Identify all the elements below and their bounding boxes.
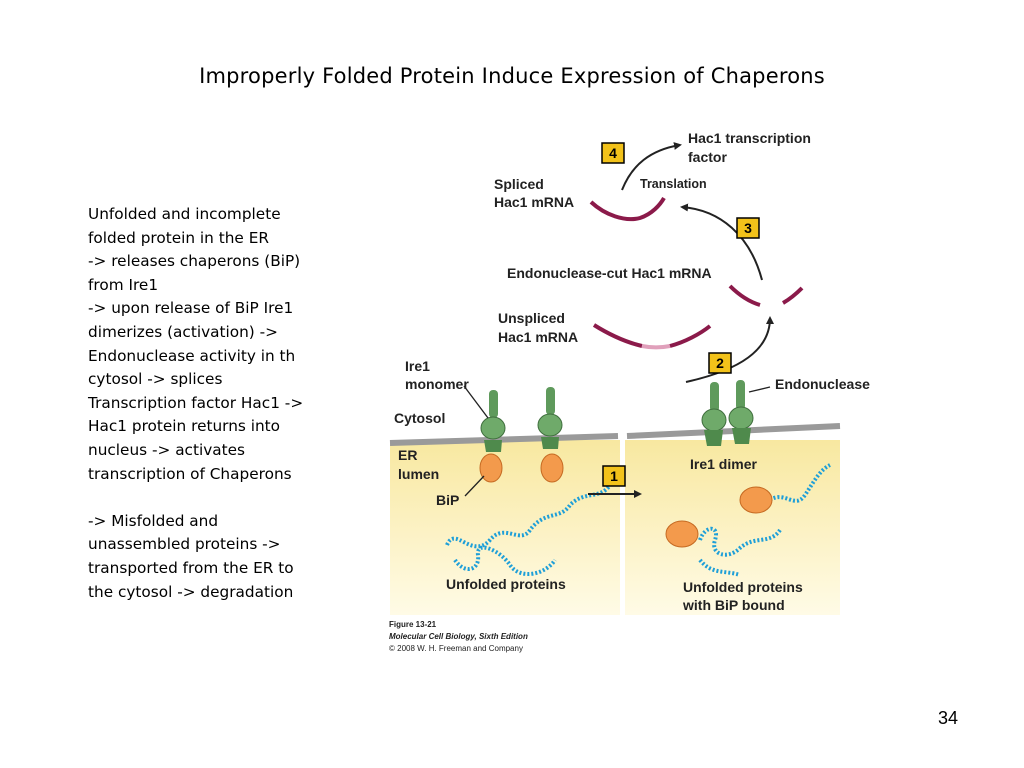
unfolded-protein-bound xyxy=(698,526,782,557)
ire1-monomer xyxy=(537,387,563,449)
step-number: 2 xyxy=(716,355,724,371)
label-translation: Translation xyxy=(640,177,707,191)
body-line: -> upon release of BiP Ire1 xyxy=(88,299,294,318)
label-unfolded-proteins-bip: with BiP bound xyxy=(682,597,785,613)
leader-line xyxy=(463,385,489,419)
label-er-lumen: lumen xyxy=(398,466,439,482)
label-cytosol: Cytosol xyxy=(394,410,445,426)
ire1-monomer xyxy=(480,390,506,452)
body-line: Unfolded and incomplete xyxy=(88,205,281,223)
unfolded-protein-bound xyxy=(768,463,831,503)
body-line: cytosol -> splices xyxy=(88,370,223,389)
bip-chaperone-bound xyxy=(739,486,773,514)
body-line: -> Misfolded and xyxy=(88,511,219,530)
ire1-dimer xyxy=(701,380,754,446)
endonuclease-cut-hac1-mrna xyxy=(728,284,761,307)
er-lumen-right xyxy=(625,440,840,615)
page-number: 34 xyxy=(938,708,959,728)
bip-chaperone xyxy=(540,453,564,483)
body-text: Unfolded and incomplete folded protein i… xyxy=(88,203,378,604)
bip-chaperone xyxy=(479,453,503,483)
body-line: Hac1 protein returns into xyxy=(88,417,281,436)
label-spliced-hac1-mrna: Hac1 mRNA xyxy=(494,194,574,210)
figure-copyright: © 2008 W. H. Freeman and Company xyxy=(389,644,523,653)
step-3-badge: 3 xyxy=(736,217,760,239)
label-bip: BiP xyxy=(436,492,459,508)
body-line: the cytosol -> degradation xyxy=(88,582,294,601)
label-ire1-dimer: Ire1 dimer xyxy=(690,456,757,472)
label-unfolded-proteins: Unfolded proteins xyxy=(446,576,566,592)
unspliced-hac1-mrna xyxy=(669,324,712,348)
label-endonuclease: Endonuclease xyxy=(775,376,870,392)
label-hac1-transcription-factor: factor xyxy=(688,149,727,165)
label-unspliced-hac1-mrna: Hac1 mRNA xyxy=(498,329,578,345)
figure-number: Figure 13-21 xyxy=(389,620,437,629)
label-ire1-monomer: Ire1 xyxy=(405,358,430,374)
body-line: folded protein in the ER xyxy=(88,228,269,247)
label-ire1-monomer: monomer xyxy=(405,376,469,392)
body-line: dimerizes (activation) -> xyxy=(88,322,278,341)
body-line: -> releases chaperons (BiP) xyxy=(88,252,301,271)
slide-title: Improperly Folded Protein Induce Express… xyxy=(199,64,825,88)
step-number: 4 xyxy=(609,145,617,161)
body-line: unassembled proteins -> xyxy=(88,535,281,554)
label-endonuclease-cut-mrna: Endonuclease-cut Hac1 mRNA xyxy=(507,265,712,281)
step-number: 3 xyxy=(744,220,752,236)
spliced-hac1-mrna xyxy=(589,196,666,222)
label-unspliced-hac1-mrna: Unspliced xyxy=(498,310,565,326)
arrow-to-transcription-factor xyxy=(621,142,682,191)
step-number: 1 xyxy=(610,468,618,484)
step-4-badge: 4 xyxy=(601,142,625,164)
er-lumen-left xyxy=(390,440,620,615)
body-line: transported from the ER to xyxy=(88,558,294,577)
label-er-lumen: ER xyxy=(398,447,417,463)
leader-line xyxy=(748,386,771,393)
bip-chaperone-bound xyxy=(665,520,699,548)
unfolded-protein xyxy=(453,545,557,576)
er-membrane-left xyxy=(389,433,619,446)
unspliced-hac1-mrna-intron xyxy=(641,344,671,350)
body-line: Transcription factor Hac1 -> xyxy=(88,393,304,412)
arrow-to-endonuclease-cut xyxy=(685,316,774,383)
label-hac1-transcription-factor: Hac1 transcription xyxy=(688,130,811,146)
body-line: transcription of Chaperons xyxy=(88,464,292,483)
arrow-to-spliced xyxy=(680,203,763,281)
label-unfolded-proteins-bip: Unfolded proteins xyxy=(683,579,803,595)
unfolded-protein-bound xyxy=(698,558,741,577)
step-1-badge: 1 xyxy=(602,465,626,487)
body-line: Endonuclease activity in th xyxy=(88,346,296,365)
body-line: from Ire1 xyxy=(88,275,159,294)
label-spliced-hac1-mrna: Spliced xyxy=(494,176,544,192)
unspliced-hac1-mrna xyxy=(592,323,643,348)
endonuclease-cut-hac1-mrna xyxy=(781,286,804,305)
body-line: nucleus -> activates xyxy=(88,440,246,459)
figure-source: Molecular Cell Biology, Sixth Edition xyxy=(389,632,528,641)
step-2-badge: 2 xyxy=(708,352,732,374)
leader-line xyxy=(464,475,485,497)
